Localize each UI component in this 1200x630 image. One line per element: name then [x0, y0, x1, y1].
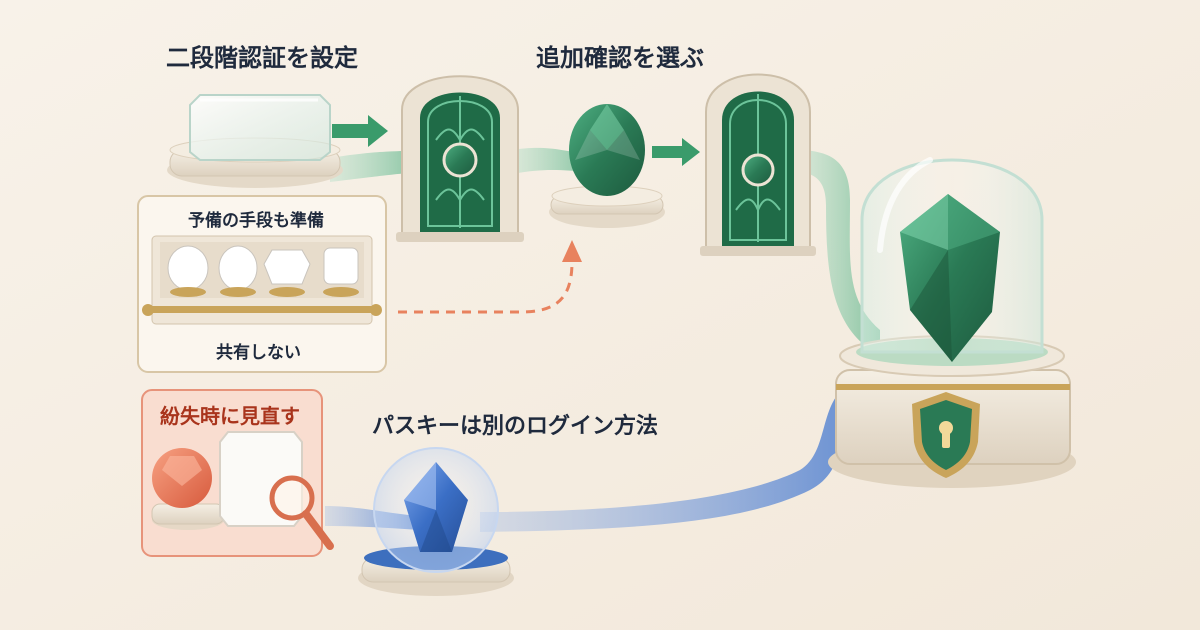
arrow-1-icon	[332, 115, 388, 147]
emerald-crystal-icon	[900, 194, 1000, 362]
step-setup-2fa-label: 二段階認証を設定	[166, 44, 358, 72]
shield-keyhole-icon	[912, 392, 980, 478]
backup-panel-title: 予備の手段も準備	[188, 211, 324, 231]
arrow-2-icon	[652, 138, 700, 166]
glass-block-icon	[167, 94, 343, 188]
backup-panel-caption: 共有しない	[216, 343, 301, 363]
step-choose-verification-label: 追加確認を選ぶ	[536, 44, 704, 72]
lost-panel-title: 紛失時に見直す	[160, 404, 300, 428]
dashed-arrow-icon	[398, 240, 582, 314]
backup-panel	[137, 195, 387, 373]
oval-gem-icon	[549, 104, 665, 228]
lost-panel	[141, 389, 334, 557]
emerald-dome-icon	[828, 157, 1076, 488]
arched-gate-icon	[396, 75, 524, 242]
blue-crystal-icon	[358, 447, 514, 596]
passkey-caption: パスキーは別のログイン方法	[372, 414, 659, 439]
arched-gate-2-icon	[700, 73, 816, 256]
magnifier-icon	[269, 475, 334, 550]
gem-row-icon	[167, 245, 359, 297]
